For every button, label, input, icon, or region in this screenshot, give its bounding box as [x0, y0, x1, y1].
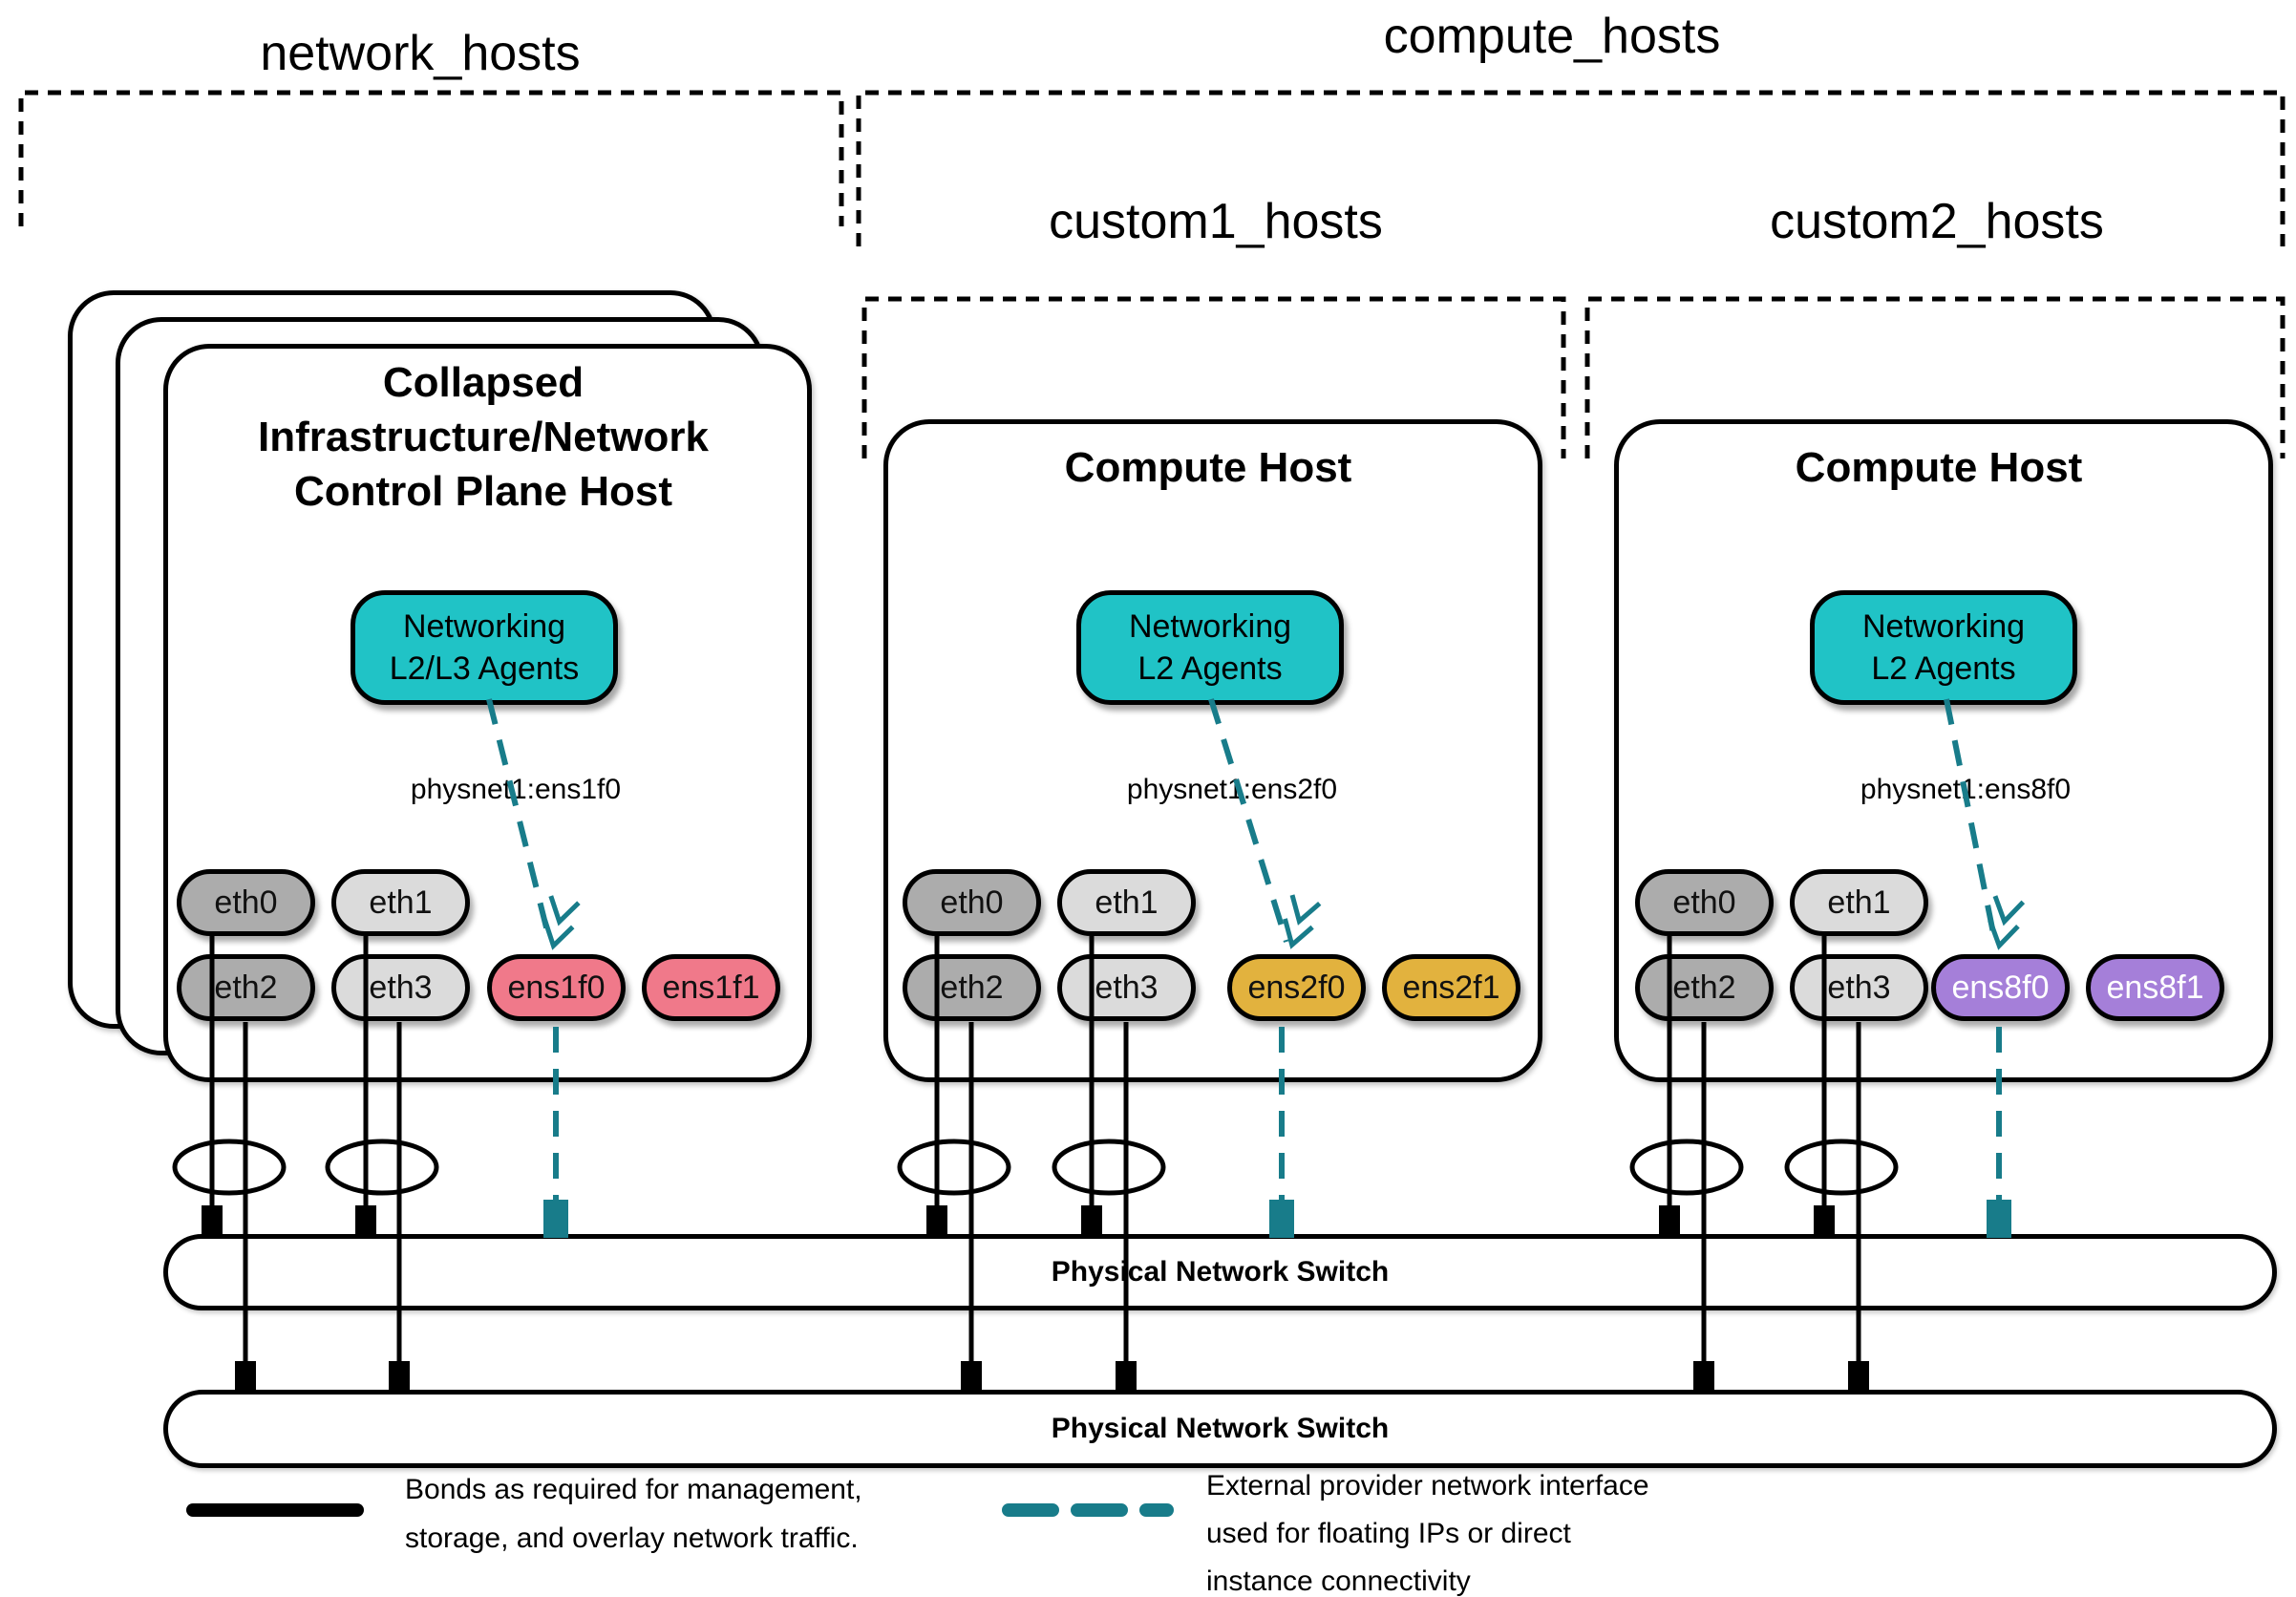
switch-connector — [1693, 1361, 1714, 1394]
compute-host-2-title: Compute Host — [1795, 444, 2083, 491]
nic-pill-compute2-eth0: eth0 — [1635, 869, 1774, 936]
nic-pill-compute1-eth0: eth0 — [903, 869, 1041, 936]
provider-connectors — [543, 1200, 2011, 1238]
group-label-network-hosts: network_hosts — [260, 26, 581, 81]
group-label-custom2-hosts: custom2_hosts — [1770, 194, 2104, 249]
switch-connector — [1814, 1205, 1835, 1238]
switch-connector — [202, 1205, 223, 1238]
compute1-agent-line1: Networking — [1128, 608, 1292, 645]
switch-connector — [235, 1361, 256, 1394]
infra-networking-agents-box: Networking L2/L3 Agents — [351, 590, 618, 705]
compute1-agent-line2: L2 Agents — [1137, 650, 1283, 687]
switch-connector — [926, 1205, 947, 1238]
legend-bond-text: Bonds as required for management, storag… — [405, 1465, 862, 1563]
nic-pill-infra-ens1f1: ens1f1 — [642, 954, 780, 1021]
infra-host-title-line1: Collapsed — [382, 359, 585, 406]
nic-pill-compute2-eth3: eth3 — [1790, 954, 1928, 1021]
legend-provider-text: External provider network interface used… — [1206, 1462, 1649, 1597]
infra-agent-line2: L2/L3 Agents — [389, 650, 580, 687]
bond-ellipse-compute1-1 — [897, 1139, 1011, 1196]
infra-physnet-label: physnet1:ens1f0 — [410, 774, 622, 805]
switch-connector — [1659, 1205, 1680, 1238]
nic-pill-compute1-ens2f0: ens2f0 — [1227, 954, 1366, 1021]
legend-provider-line1: External provider network interface — [1206, 1470, 1649, 1501]
compute1-networking-agents-box: Networking L2 Agents — [1076, 590, 1344, 705]
bond-ellipses — [172, 1139, 1899, 1196]
nic-pill-compute1-eth2: eth2 — [903, 954, 1041, 1021]
nic-pill-infra-eth1: eth1 — [331, 869, 470, 936]
bond-ellipse-infra-1 — [172, 1139, 287, 1196]
switch-connector — [389, 1361, 410, 1394]
switch-connector — [1116, 1361, 1137, 1394]
compute2-agent-line2: L2 Agents — [1871, 650, 2016, 687]
compute2-networking-agents-box: Networking L2 Agents — [1810, 590, 2077, 705]
provider-connector — [1269, 1200, 1294, 1238]
legend-bond-line1: Bonds as required for management, — [405, 1474, 862, 1505]
nic-pill-compute2-eth1: eth1 — [1790, 869, 1928, 936]
group-label-compute-hosts: compute_hosts — [1383, 9, 1721, 64]
infra-host-title-line3: Control Plane Host — [293, 468, 673, 515]
switch-connector — [1081, 1205, 1102, 1238]
nic-pill-compute1-eth1: eth1 — [1057, 869, 1196, 936]
switch-1-label: Physical Network Switch — [1051, 1256, 1390, 1288]
legend-provider-line3: instance connectivity — [1206, 1565, 1471, 1597]
switch-connector — [355, 1205, 376, 1238]
legend-provider-line2: used for floating IPs or direct — [1206, 1518, 1571, 1549]
bond-ellipse-compute2-2 — [1784, 1139, 1899, 1196]
physical-network-switch-1: Physical Network Switch — [163, 1234, 2277, 1310]
nic-pill-compute1-ens2f1: ens2f1 — [1382, 954, 1520, 1021]
provider-connector — [543, 1200, 568, 1238]
compute2-agent-line1: Networking — [1861, 608, 2026, 645]
compute1-physnet-label: physnet1:ens2f0 — [1126, 774, 1338, 805]
network-hosts-bracket — [18, 90, 844, 226]
nic-pill-infra-eth2: eth2 — [177, 954, 315, 1021]
switch-connector — [961, 1361, 982, 1394]
provider-connector — [1987, 1200, 2011, 1238]
physical-network-switch-2: Physical Network Switch — [163, 1390, 2277, 1468]
nic-pill-infra-eth3: eth3 — [331, 954, 470, 1021]
compute2-physnet-label: physnet1:ens8f0 — [1860, 774, 2072, 805]
group-label-custom1-hosts: custom1_hosts — [1049, 194, 1383, 249]
nic-pill-infra-eth0: eth0 — [177, 869, 315, 936]
infra-agent-line1: Networking — [402, 608, 566, 645]
nic-pill-compute1-eth3: eth3 — [1057, 954, 1196, 1021]
legend-bond-line2: storage, and overlay network traffic. — [405, 1522, 859, 1554]
nic-pill-compute2-ens8f0: ens8f0 — [1931, 954, 2070, 1021]
switch-2-label: Physical Network Switch — [1051, 1413, 1390, 1444]
switch-connector — [1848, 1361, 1869, 1394]
nic-pill-compute2-ens8f1: ens8f1 — [2086, 954, 2224, 1021]
nic-pill-compute2-eth2: eth2 — [1635, 954, 1774, 1021]
compute-host-1-title: Compute Host — [1064, 444, 1352, 491]
bond-ellipse-infra-2 — [325, 1139, 439, 1196]
infra-host-title-line2: Infrastructure/Network — [258, 414, 709, 460]
infra-host-title: Collapsed Infrastructure/Network Control… — [192, 355, 775, 519]
nic-pill-infra-ens1f0: ens1f0 — [487, 954, 626, 1021]
bond-ellipse-compute1-2 — [1052, 1139, 1166, 1196]
bond-ellipse-compute2-1 — [1629, 1139, 1744, 1196]
